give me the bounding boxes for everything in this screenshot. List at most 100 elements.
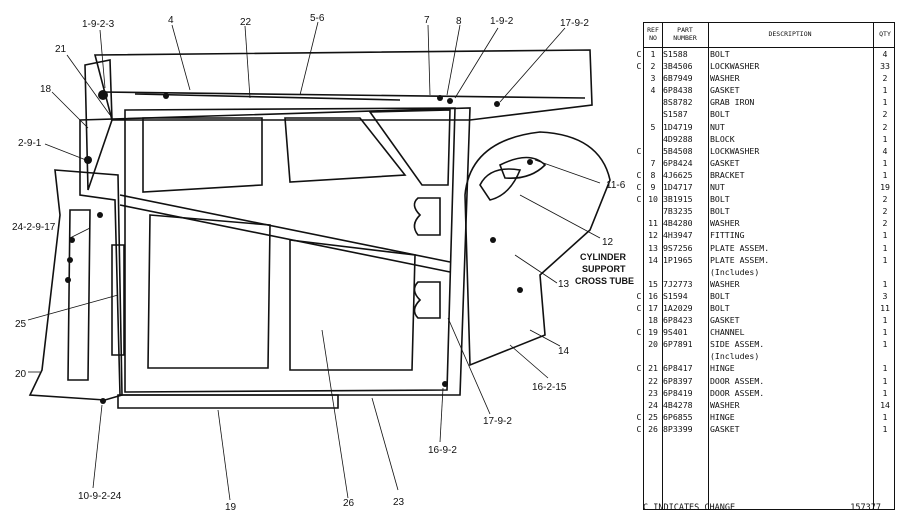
part-number: 8P3399 [663, 423, 693, 434]
ref-number: 7 [650, 157, 656, 168]
quantity: 1 [882, 411, 888, 422]
part-number: S1594 [663, 290, 688, 301]
ref-number: 26 [648, 423, 658, 434]
part-number: 6P8423 [663, 315, 693, 326]
change-flag: C [636, 302, 642, 313]
callout: 26 [343, 498, 355, 509]
quantity: 1 [882, 133, 888, 144]
description: GASKET [710, 157, 740, 168]
quantity: 1 [882, 254, 888, 265]
ref-number: 18 [648, 315, 658, 326]
table-row: S1587 BOLT 2 [644, 108, 894, 120]
callout: 16-9-2 [428, 445, 457, 456]
description: LOCKWASHER [710, 61, 760, 72]
quantity: 1 [882, 327, 888, 338]
part-number: 6P7891 [663, 339, 693, 350]
ref-number: 16 [648, 290, 658, 301]
description: CHANNEL [710, 327, 745, 338]
callout: 14 [558, 346, 570, 357]
part-number: S1588 [663, 49, 688, 59]
part-number: 4H3947 [663, 230, 693, 241]
ref-number: 22 [648, 375, 658, 386]
ref-number: 25 [648, 411, 658, 422]
quantity: 2 [882, 218, 888, 229]
header-part-number: PART NUMBER [673, 26, 697, 42]
change-flag: C [636, 49, 642, 59]
quantity: 1 [882, 339, 888, 350]
bolt-holes [65, 90, 533, 404]
callout: 19 [225, 502, 237, 513]
callout: 17-9-2 [560, 18, 589, 29]
part-number: 4D9288 [663, 133, 693, 144]
part-number: 7J2773 [663, 278, 693, 289]
ref-number: 19 [648, 327, 658, 338]
quantity: 14 [880, 399, 890, 410]
description: DOOR ASSEM. [710, 387, 765, 398]
table-header: REF NO PART NUMBER DESCRIPTION QTY [644, 23, 894, 48]
callout: 12 [602, 237, 614, 248]
ref-number: 8 [650, 169, 656, 180]
part-number: 1D4719 [663, 121, 693, 132]
callout: 8 [456, 16, 462, 27]
callout: 10-9-2-24 [78, 491, 122, 502]
part-number: 8S8782 [663, 97, 693, 108]
ref-number: 4 [650, 85, 656, 96]
description: BOLT [710, 109, 730, 120]
ref-number: 12 [648, 230, 658, 241]
ref-number: 23 [648, 387, 658, 398]
quantity: 2 [882, 206, 888, 217]
ref-number: 3 [650, 73, 656, 84]
part-number: 4B4278 [663, 399, 693, 410]
description: GRAB IRON [710, 97, 755, 108]
change-flag: C [636, 182, 642, 193]
callout: 21 [55, 44, 67, 55]
description: WASHER [710, 218, 740, 229]
ref-number: 21 [648, 363, 658, 374]
page-code: 157377 [850, 503, 881, 513]
drawing-linework [28, 49, 611, 409]
quantity: 1 [882, 230, 888, 241]
cylinder-note: SUPPORT [582, 264, 626, 274]
part-number: 5B4508 [663, 145, 693, 156]
callout: 23 [393, 497, 405, 508]
part-number: 6P8397 [663, 375, 693, 386]
quantity: 1 [882, 375, 888, 386]
description: NUT [710, 182, 725, 193]
description: BOLT [710, 290, 730, 301]
ref-number: 9 [650, 182, 656, 193]
part-number: 6P6855 [663, 411, 693, 422]
callout: 1-9-2 [490, 16, 514, 27]
quantity: 33 [880, 61, 890, 72]
description: GASKET [710, 423, 740, 434]
quantity: 1 [882, 169, 888, 180]
quantity: 2 [882, 109, 888, 120]
ref-number: 1 [650, 49, 656, 59]
description: BLOCK [710, 133, 735, 144]
part-number: 6B7949 [663, 73, 693, 84]
part-number: S1587 [663, 109, 688, 120]
description: WASHER [710, 73, 740, 84]
part-number: 6P8424 [663, 157, 693, 168]
quantity: 1 [882, 97, 888, 108]
ref-number: 10 [648, 194, 658, 205]
quantity: 4 [882, 145, 888, 156]
change-flag: C [636, 145, 642, 156]
quantity: 3 [882, 290, 888, 301]
part-number: 9S7256 [663, 242, 693, 253]
description: WASHER [710, 278, 740, 289]
